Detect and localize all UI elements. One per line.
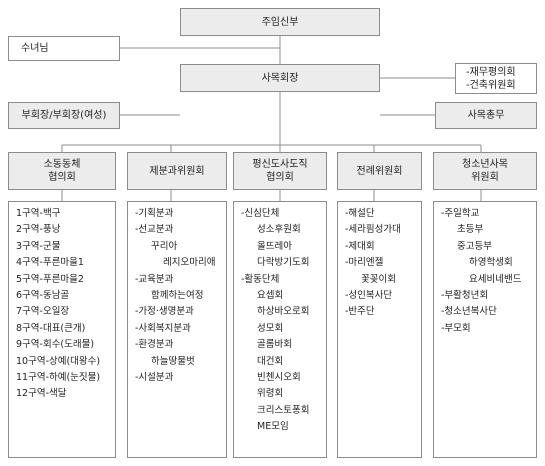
column-item: -성인복사단 [345,290,393,302]
column-item: 12구역-색달 [16,388,67,400]
celebrant-box: 주임신부 [180,8,380,36]
column-item: 성소후원회 [257,224,301,236]
column-item: 2구역-풍낭 [16,224,61,236]
column-item: -세라핌성가대 [345,224,401,236]
nun-box: 수녀님 [8,36,120,61]
column-title-line: 평신도사도직 [252,159,308,170]
column-item: 하영학생회 [469,257,513,269]
column-item: -교육분과 [135,273,174,285]
column-item: 올뜨레아 [257,240,292,252]
column-item: 하늘땅물벗 [151,355,195,367]
column-item: -신심단체 [241,208,280,219]
column-item: 7구역-오일장 [16,306,70,318]
column-item: -가정·생명분과 [135,306,194,318]
column-item: 10구역-상예(대왕수) [16,355,101,367]
column-header: 제분과위원회 [127,152,227,190]
column-item: 골롬바회 [257,339,292,351]
column-item: 초등부 [457,224,484,236]
column-title-line: 협의회 [48,172,76,183]
column-item: -마리엔젤 [345,257,384,269]
column-item: 9구역-회수(도래물) [16,339,95,351]
column-item: -기획분과 [135,208,174,219]
column-item: 하상바오로회 [257,306,310,318]
column-header: 전례위원회 [337,152,422,190]
secretary-general-label: 사목총무 [467,110,505,121]
pastoral-committee-box: 사목회장 [180,64,380,92]
vice-president-box: 부회장/부회장(여성) [8,102,120,129]
column-item: 위령회 [257,388,284,400]
finance-committee-item: -재무평의회 [466,66,516,78]
column-title-line: 전례위원회 [356,165,403,177]
column-item: 1구역-백구 [16,208,61,219]
column-item: 11구역-하예(눈짓물) [16,372,101,384]
column-item: 대건회 [257,355,284,367]
column-item: 6구역-동남골 [16,290,70,302]
column-title-line: 청소년사목 [462,159,508,170]
column-item: -부활청년회 [441,290,489,302]
column-item: -사회복지분과 [135,322,191,334]
column-item: 8구역-대표(큰개) [16,322,86,334]
column-item: 요셉회 [257,290,284,302]
column-item: 레지오마리애 [163,257,216,269]
column-item: 요세비네밴드 [469,273,522,285]
column-item: -활동단체 [241,273,280,285]
column-item: 함께하는여정 [151,290,204,302]
column-item: -부모회 [441,322,471,334]
finance-committees-box: -재무평의회 -건축위원회 [455,63,537,94]
nun-label: 수녀님 [21,43,49,54]
column-item: 꽃꽂이회 [361,273,396,285]
column-item: 3구역-군물 [16,240,61,252]
column-item: 성모회 [257,322,284,334]
column-title-line: 제분과위원회 [149,165,205,177]
column-item: 4구역-푸른마을1 [16,257,84,269]
column-item: -청소년복사단 [441,306,497,318]
column-title-line: 위원회 [471,172,499,183]
column-item: -주일학교 [441,208,480,219]
column-title-line: 협의회 [266,172,294,183]
finance-committee-item: -건축위원회 [466,79,516,91]
column-item: 크리스토퐁회 [257,404,310,416]
column-item: 중고등부 [457,240,492,252]
column-item: -환경분과 [135,339,174,351]
vice-president-label: 부회장/부회장(여성) [21,110,107,121]
column-item: 빈첸시오회 [257,372,301,384]
celebrant-label: 주임신부 [261,16,299,28]
column-item: -해설단 [345,208,375,219]
pastoral-committee-label: 사목회장 [261,72,299,84]
column-item: 5구역-푸른마을2 [16,273,84,285]
column-item: -반주단 [345,306,375,318]
column-item: ME모임 [257,421,289,433]
column-item: -제대회 [345,240,375,252]
column-item: -시설분과 [135,372,174,384]
column-item: 다락방기도회 [257,257,310,269]
column-item: 꾸리아 [151,240,178,252]
column-item: -선교분과 [135,224,174,236]
secretary-general-box: 사목총무 [435,102,537,129]
column-title-line: 소동동체 [43,159,81,170]
column-body: 1구역-백구 2구역-풍낭 3구역-군물 4구역-푸른마을1 5구역-푸른마을2 6구역-… [8,201,116,458]
